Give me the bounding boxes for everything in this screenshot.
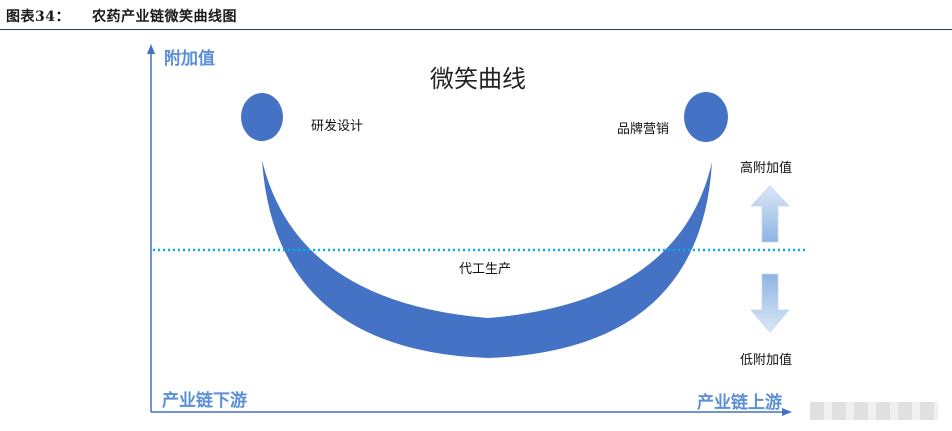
blurred-watermark bbox=[810, 402, 938, 420]
left-node-label: 研发设计 bbox=[311, 119, 364, 134]
left-node-circle bbox=[241, 93, 283, 141]
up-arrow bbox=[750, 185, 790, 243]
figure-caption: 农药产业链微笑曲线图 bbox=[91, 9, 237, 25]
y-axis-arrow bbox=[147, 44, 155, 54]
x-right-label: 产业链上游 bbox=[697, 393, 782, 413]
title-rule bbox=[0, 29, 952, 30]
x-left-label: 产业链下游 bbox=[162, 391, 247, 411]
high-value-label: 高附加值 bbox=[740, 161, 793, 176]
right-node-label: 品牌营销 bbox=[617, 122, 670, 137]
bottom-node-label: 代工生产 bbox=[459, 262, 512, 277]
figure-title: 图表34： 农药产业链微笑曲线图 bbox=[6, 6, 237, 26]
x-axis-arrow bbox=[782, 408, 792, 416]
diagram-title: 微笑曲线 bbox=[430, 65, 526, 93]
y-axis-label: 附加值 bbox=[164, 49, 215, 69]
right-node-circle bbox=[684, 92, 728, 142]
figure-number: 图表34： bbox=[6, 9, 70, 25]
low-value-label: 低附加值 bbox=[740, 353, 793, 368]
smile-curve bbox=[262, 160, 712, 358]
down-arrow bbox=[750, 273, 790, 333]
